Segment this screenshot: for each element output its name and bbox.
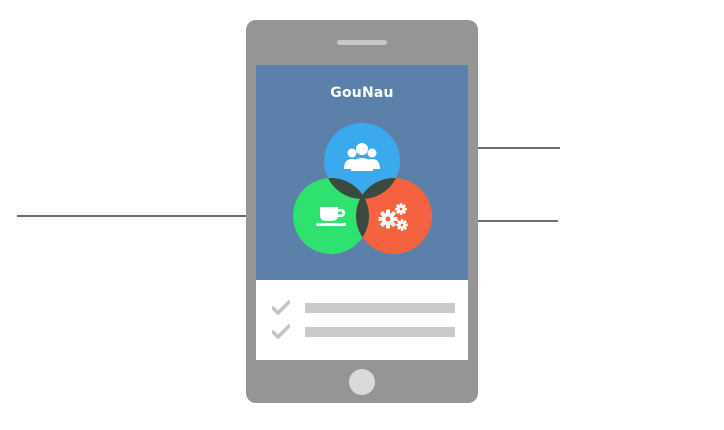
coffee-cup-icon <box>316 207 346 226</box>
venn-overlap-top-left <box>324 178 369 199</box>
gears-icon <box>378 203 408 231</box>
screen-header: GouNau <box>256 65 468 280</box>
checkmark-icon <box>272 300 290 315</box>
text-placeholder-bar <box>305 303 455 313</box>
checklist <box>256 280 468 360</box>
list-item <box>256 299 468 319</box>
text-placeholder-bar <box>305 327 455 337</box>
callout-line-left <box>17 215 280 217</box>
list-item <box>256 323 468 343</box>
venn-circle-right <box>356 178 432 254</box>
venn-diagram <box>256 65 468 280</box>
phone-screen: GouNau <box>256 65 468 360</box>
home-button[interactable] <box>349 369 375 395</box>
phone-mockup: GouNau <box>246 20 478 403</box>
users-icon <box>344 143 380 171</box>
phone-speaker <box>337 40 387 45</box>
callout-line-bottom-right <box>446 220 558 222</box>
app-title: GouNau <box>330 85 394 101</box>
checkmark-icon <box>272 324 290 339</box>
callout-line-top-right <box>412 147 560 149</box>
